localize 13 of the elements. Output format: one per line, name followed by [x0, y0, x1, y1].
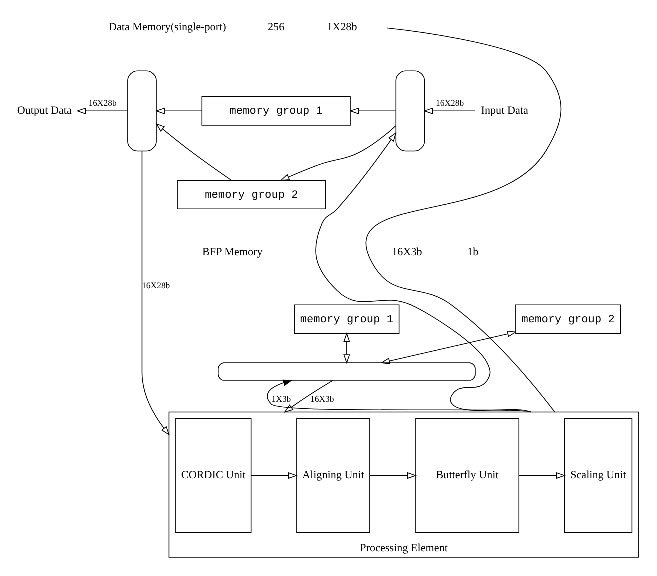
edge-label: 16X3b [310, 393, 334, 404]
label: 256 [268, 20, 285, 33]
label: 16X3b [392, 246, 422, 258]
edge-label: 16X28b [436, 98, 464, 108]
label: BFP Memory [202, 246, 263, 258]
label: 1X28b [327, 20, 358, 33]
label: 1b [468, 246, 479, 258]
node-text: Input Data [481, 104, 528, 117]
node-text: Output Data [17, 104, 72, 117]
edge-label: 1X3b [272, 393, 292, 404]
edge-label: 16X28b [88, 98, 117, 108]
edge-label: 16X28b [142, 280, 170, 290]
label: Data Memory(single-port) [108, 20, 226, 33]
